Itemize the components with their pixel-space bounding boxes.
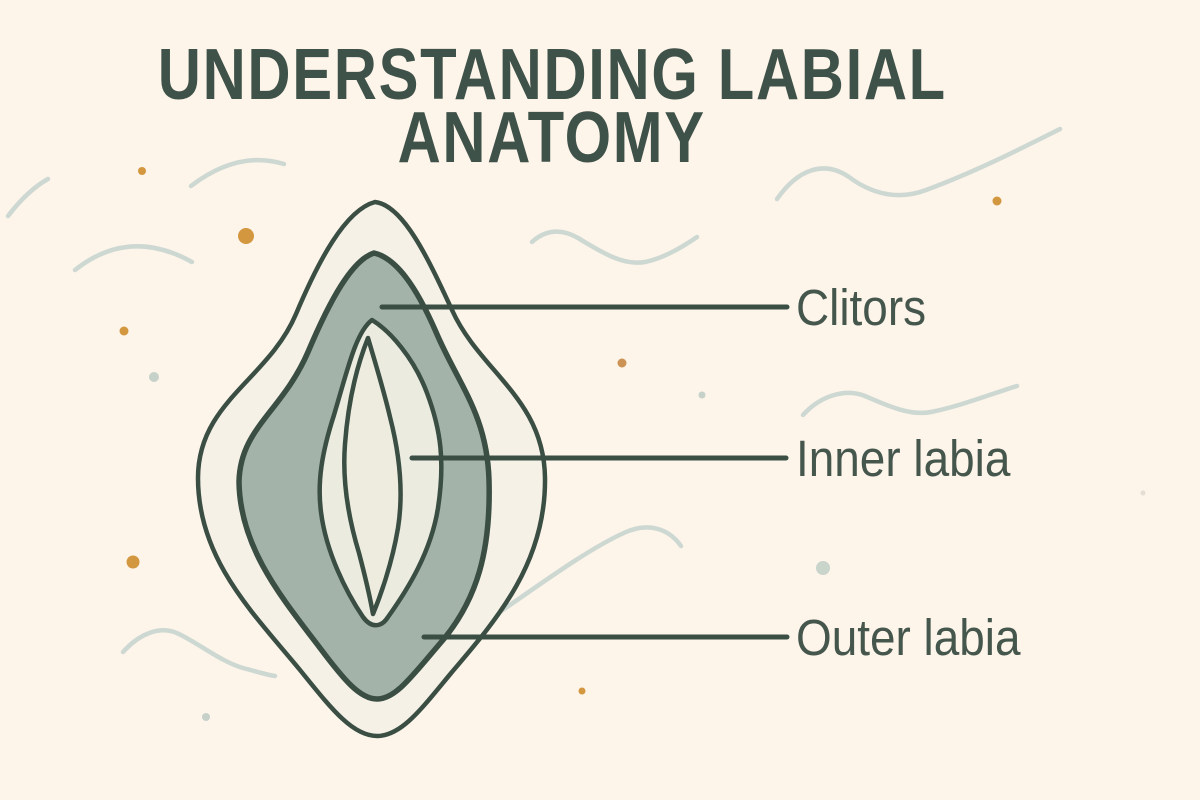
page-title-line1: UNDERSTANDING LABIAL	[157, 35, 947, 115]
label-inner-labia: Inner labia	[796, 430, 1011, 487]
decorative-wave	[774, 126, 1063, 202]
decorative-wave	[800, 383, 1020, 418]
decorative-dot-orange	[238, 228, 254, 244]
decorative-dot-orange	[617, 358, 627, 368]
decorative-dot-orange	[119, 326, 129, 336]
anatomy-shapes	[195, 199, 548, 739]
decorative-wave	[120, 628, 278, 679]
page-title: UNDERSTANDING LABIAL ANATOMY	[0, 35, 1104, 178]
decorative-dot-orange	[992, 196, 1002, 206]
decorative-dot-orange	[138, 167, 146, 175]
decorative-wave	[188, 157, 287, 189]
decorative-wave	[72, 244, 195, 273]
decorative-wave	[475, 525, 684, 630]
decorative-dot-gray	[202, 713, 210, 721]
label-outer-labia: Outer labia	[796, 609, 1021, 666]
decorative-dots	[119, 167, 1146, 721]
decorative-dot-gray	[149, 372, 159, 382]
leader-lines	[379, 304, 790, 640]
decorative-dot-gray	[698, 391, 706, 399]
page-title-line2: ANATOMY	[397, 98, 707, 178]
decorative-dot-orange	[126, 555, 140, 569]
central-opening-shape	[342, 335, 403, 617]
decorative-waves	[5, 126, 1063, 679]
decorative-dot-gray	[816, 561, 830, 575]
decorative-dot-gray	[1140, 490, 1146, 496]
label-clitoris: Clitors	[796, 279, 927, 336]
decorative-wave	[529, 229, 700, 265]
decorative-dot-orange	[578, 687, 586, 695]
decorative-wave	[5, 176, 51, 219]
